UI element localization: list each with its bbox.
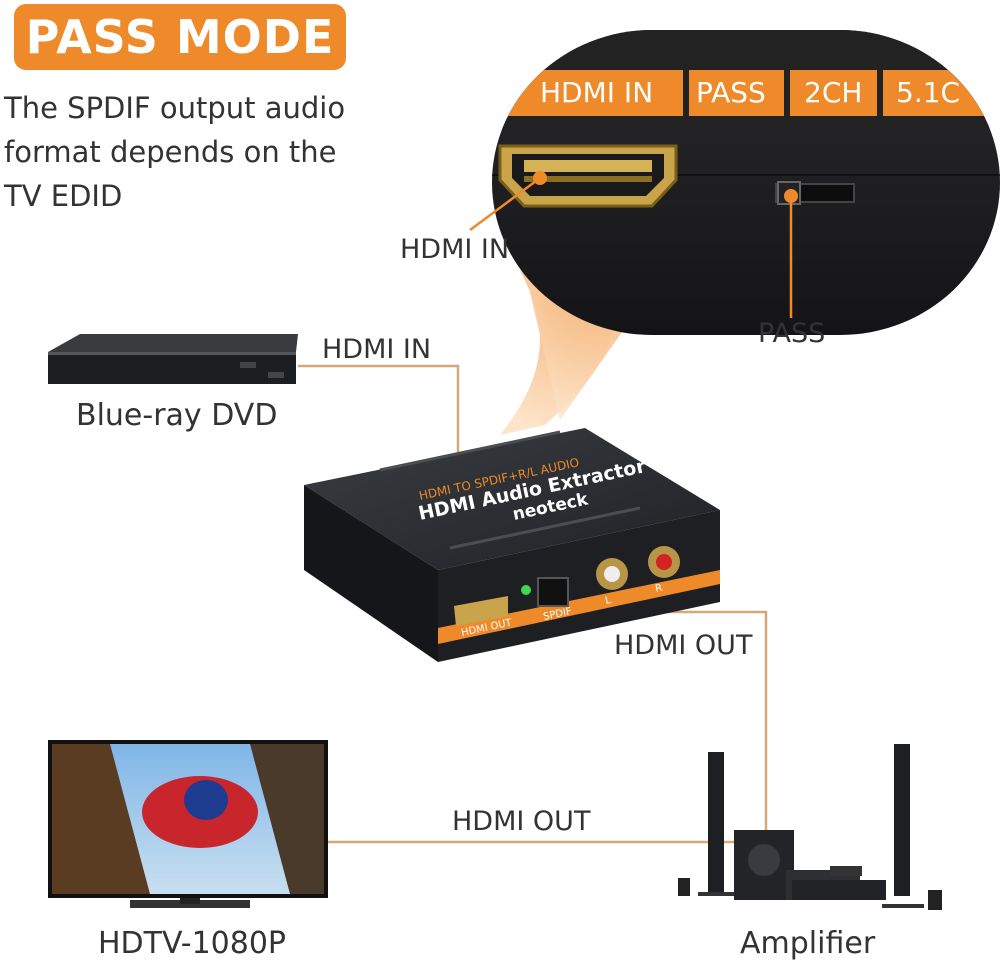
tv-icon — [48, 740, 328, 908]
tab-hdmi-in: HDMI IN — [540, 76, 653, 109]
dvd-name: Blue-ray DVD — [76, 398, 277, 433]
hdmi-port-icon — [500, 146, 676, 206]
zoom-tab-strip: HDMI IN PASS 2CH 5.1CH — [536, 70, 962, 116]
audio-extractor-icon: neoteck HDMI Audio Extractor HDMI TO SPD… — [304, 428, 720, 662]
amplifier-name: Amplifier — [740, 926, 875, 961]
tab-2ch: 2CH — [804, 76, 862, 109]
dvd-player-icon — [48, 334, 298, 384]
tv-name: HDTV-1080P — [98, 926, 286, 961]
tab-5-1ch: 5.1CH — [896, 76, 962, 109]
hdmi-in-port-label: HDMI IN — [400, 234, 509, 265]
tab-pass: PASS — [696, 76, 766, 109]
tv-link-label: HDMI OUT — [452, 806, 590, 837]
amplifier-link-label: HDMI OUT — [614, 630, 752, 661]
dvd-link-label: HDMI IN — [322, 334, 431, 365]
pass-switch-label: PASS — [758, 318, 825, 349]
speaker-system-icon — [678, 744, 942, 910]
